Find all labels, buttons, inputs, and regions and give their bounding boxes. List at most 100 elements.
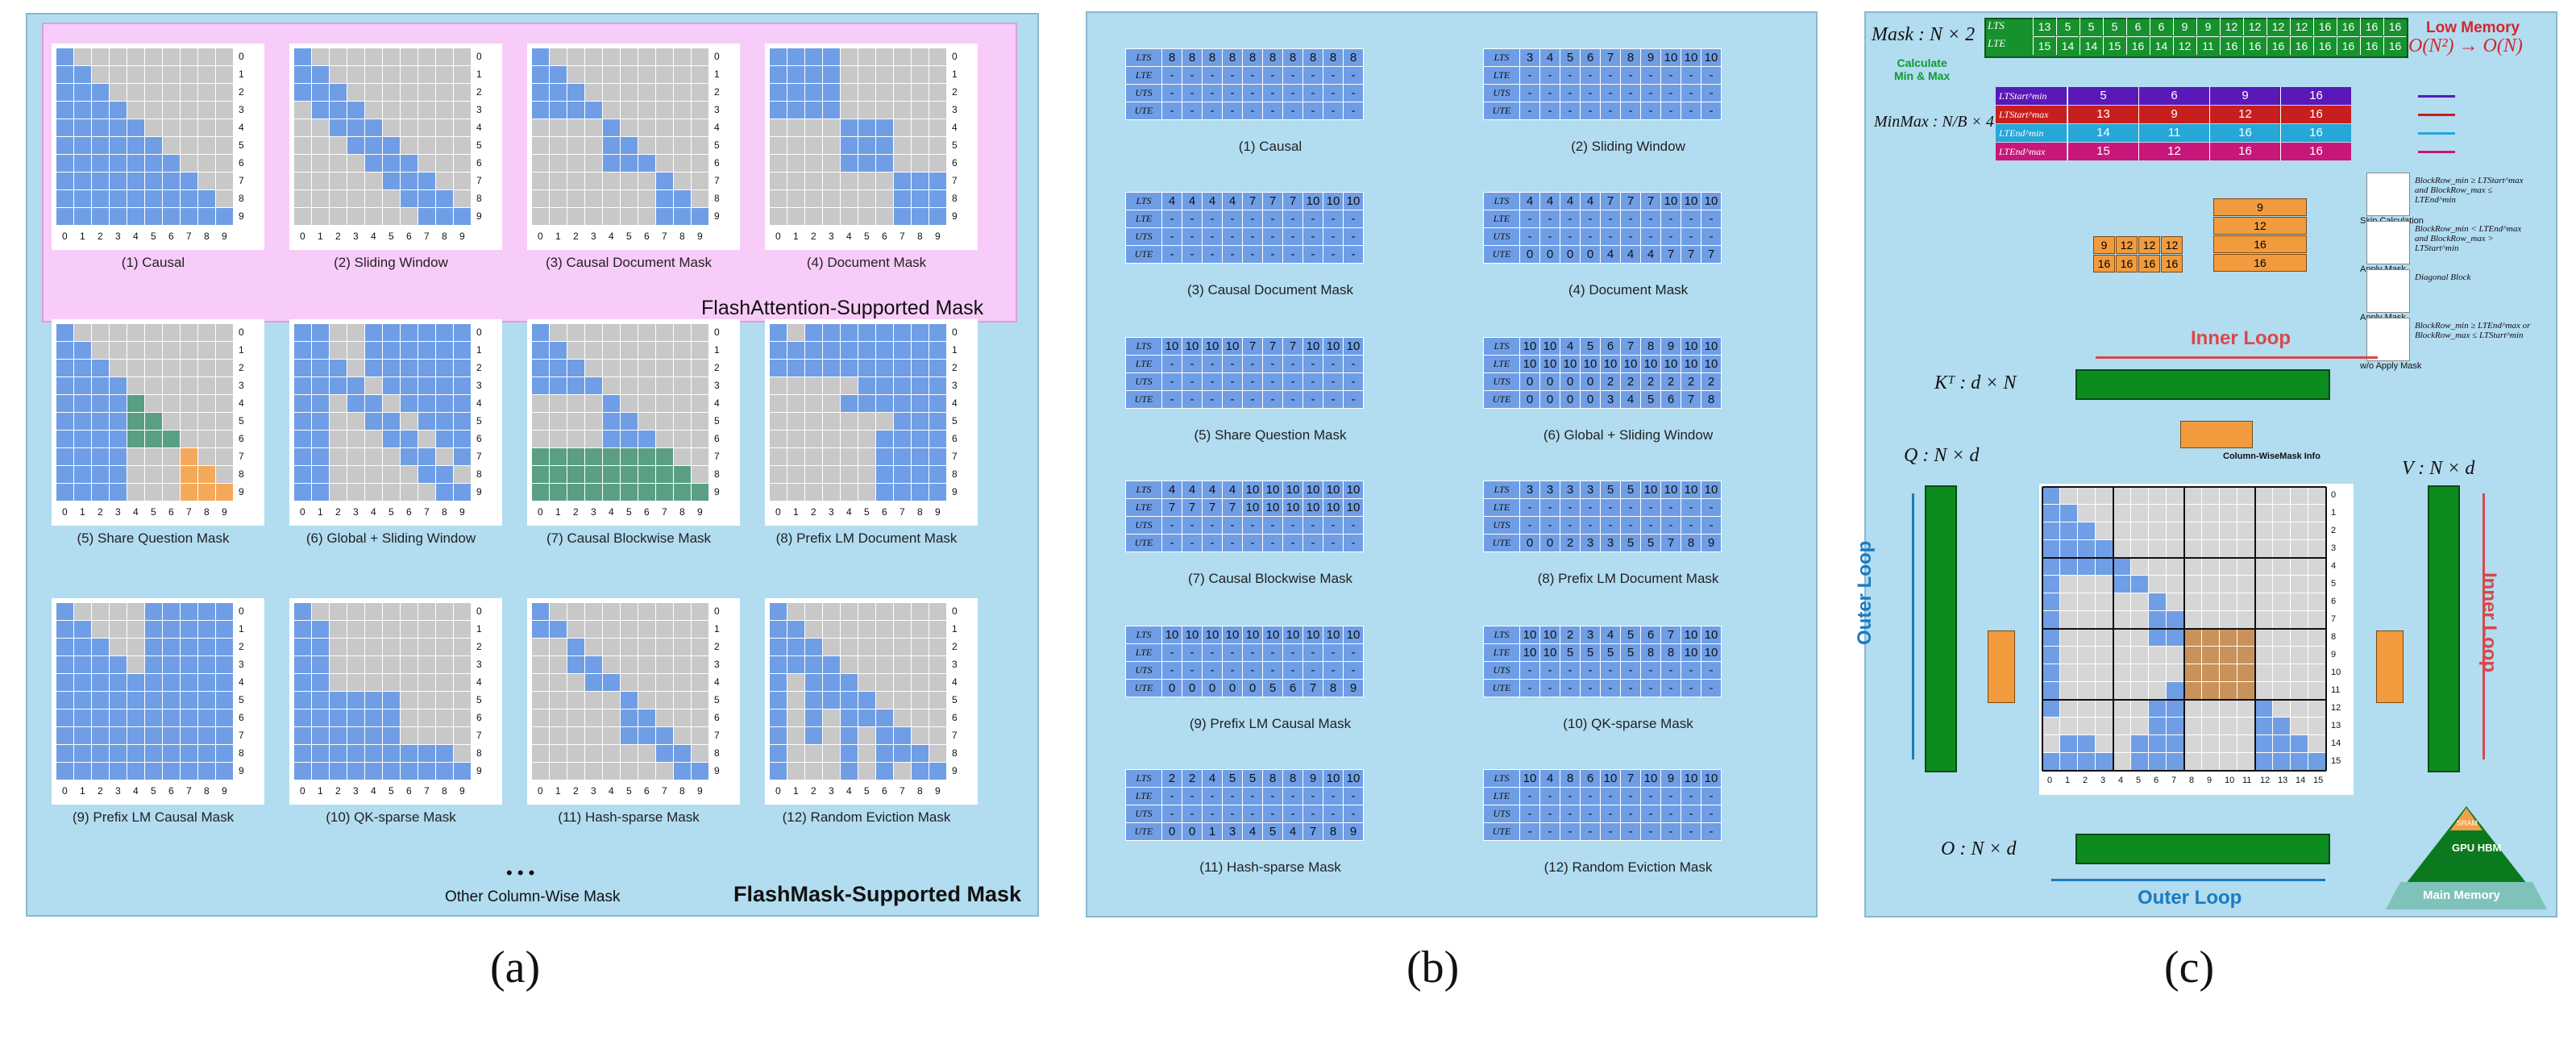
table-cell: 10 bbox=[1303, 337, 1323, 356]
mask-cell bbox=[656, 377, 673, 394]
attention-cell bbox=[2184, 682, 2201, 699]
row-tick: 0 bbox=[952, 51, 958, 62]
row-tick: 7 bbox=[952, 175, 958, 186]
mask-cell bbox=[787, 621, 804, 638]
mask-cell bbox=[550, 119, 567, 136]
mask-cell bbox=[312, 763, 329, 780]
grid-col-tick: 4 bbox=[2118, 776, 2124, 785]
mask-cell bbox=[383, 656, 400, 673]
mask-cell bbox=[770, 208, 787, 225]
table-cell: 10 bbox=[1701, 481, 1722, 499]
kt-tile bbox=[2180, 421, 2253, 448]
grid-row-tick: 3 bbox=[2331, 543, 2337, 553]
mask-cell bbox=[858, 155, 875, 172]
mask-cell bbox=[127, 431, 144, 447]
row-tick: 7 bbox=[476, 730, 482, 741]
mask-cell bbox=[330, 377, 347, 394]
mask-cell bbox=[603, 745, 620, 762]
mask-cell bbox=[876, 155, 893, 172]
attention-cell bbox=[2167, 682, 2183, 699]
attention-cell bbox=[2291, 558, 2308, 575]
attention-cell bbox=[2096, 735, 2113, 752]
mask-cell bbox=[216, 603, 233, 620]
attention-cell bbox=[2237, 735, 2254, 752]
col-tile-tall-cell: 16 bbox=[2213, 235, 2307, 253]
mask-cell bbox=[638, 413, 655, 430]
mask-cell bbox=[823, 84, 840, 101]
mask-cell bbox=[656, 674, 673, 691]
table-cell: 10 bbox=[1539, 355, 1560, 373]
mask-cell bbox=[365, 431, 382, 447]
attention-cell bbox=[2060, 700, 2077, 717]
mask-cell bbox=[841, 66, 858, 83]
table-cell: - bbox=[1282, 787, 1303, 805]
mask-cell bbox=[823, 137, 840, 154]
mask-cell bbox=[858, 119, 875, 136]
mask-cell bbox=[621, 448, 638, 465]
mask-cell bbox=[163, 656, 180, 673]
mask-cell bbox=[454, 66, 471, 83]
attention-cell bbox=[2237, 664, 2254, 681]
mask-cell bbox=[692, 377, 708, 394]
table-cell: - bbox=[1640, 227, 1661, 246]
mask-cell bbox=[585, 763, 602, 780]
mask-cell bbox=[110, 48, 127, 65]
table-cell: 7 bbox=[1620, 769, 1641, 788]
col-tick: 1 bbox=[555, 785, 561, 797]
table-cell: - bbox=[1323, 372, 1344, 391]
mask-cell bbox=[56, 395, 73, 412]
table-cell: 4 bbox=[1580, 192, 1601, 210]
mask-cell bbox=[74, 484, 91, 501]
mask-cell bbox=[567, 709, 584, 726]
table-cell: 5 bbox=[1262, 679, 1283, 697]
mask-cell bbox=[454, 342, 471, 359]
mask-cell bbox=[876, 603, 893, 620]
table-cell: 10 bbox=[1681, 48, 1701, 67]
table-cell: - bbox=[1660, 66, 1681, 85]
mask-cell bbox=[92, 639, 109, 655]
col-tick: 0 bbox=[62, 785, 68, 797]
mask-cell bbox=[436, 484, 453, 501]
mask-cell bbox=[110, 102, 127, 119]
lte-value: 16 bbox=[2337, 36, 2359, 55]
mask-cell bbox=[912, 448, 929, 465]
attention-cell bbox=[2131, 700, 2148, 717]
row-tick: 9 bbox=[714, 765, 720, 776]
attention-cell bbox=[2273, 647, 2290, 664]
table-cell: 5 bbox=[1640, 390, 1661, 409]
attention-cell bbox=[2237, 505, 2254, 522]
mask-cell bbox=[638, 466, 655, 483]
table-cell: - bbox=[1343, 102, 1364, 120]
table-caption: (2) Sliding Window bbox=[1571, 139, 1685, 154]
mask-cell bbox=[692, 763, 708, 780]
col-tick: 3 bbox=[829, 506, 834, 518]
mask-cell bbox=[312, 360, 329, 377]
table-cell: 8 bbox=[1323, 822, 1344, 841]
mask-cell bbox=[638, 102, 655, 119]
mask-cell bbox=[585, 674, 602, 691]
table-row-label: UTE bbox=[1125, 390, 1162, 409]
mask-cell bbox=[110, 709, 127, 726]
mask-cell bbox=[383, 603, 400, 620]
table-cell: - bbox=[1681, 102, 1701, 120]
mask-cell bbox=[436, 360, 453, 377]
mask-cell bbox=[823, 208, 840, 225]
mask-cell bbox=[550, 84, 567, 101]
mask-cell bbox=[216, 395, 233, 412]
mask-cell bbox=[436, 137, 453, 154]
mask-cell bbox=[823, 484, 840, 501]
mask-cell bbox=[312, 727, 329, 744]
mask-cell bbox=[454, 155, 471, 172]
mask-cell bbox=[692, 360, 708, 377]
mask-cell bbox=[92, 377, 109, 394]
col-tick: 3 bbox=[591, 231, 596, 242]
table-row-label: LTS bbox=[1483, 626, 1520, 644]
lts-value: 16 bbox=[2360, 18, 2383, 35]
table-cell: - bbox=[1323, 66, 1344, 85]
mask-cell bbox=[198, 48, 215, 65]
row-tick: 0 bbox=[952, 327, 958, 338]
mask-cell bbox=[312, 66, 329, 83]
table-cell: 2 bbox=[1560, 534, 1581, 552]
mask-cell bbox=[603, 621, 620, 638]
attention-cell bbox=[2096, 664, 2113, 681]
